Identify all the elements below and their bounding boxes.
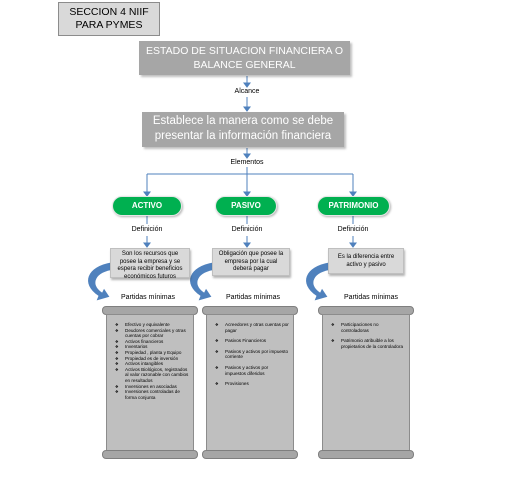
alcance-label: Alcance <box>234 88 260 95</box>
partidas-label-patrimonio: Partidas mínimas <box>343 294 399 301</box>
scroll-pasivo: ❖Acreedores y otras cuentas por pagar ❖P… <box>202 306 298 460</box>
purpose-box: Establece la manera como se debe present… <box>142 112 344 147</box>
list-item: ❖Propiedad es de inversión <box>115 355 179 361</box>
scroll-activo: ❖Efectivo y equivalente ❖Deudores comerc… <box>102 306 198 460</box>
list-item: ❖Inversiones en asociadas <box>115 383 177 389</box>
list-item: ❖Activos financieros <box>115 338 164 344</box>
list-item: ❖Pasivos y activos por impuestos diferid… <box>215 364 269 376</box>
elementos-label: Elementos <box>230 159 264 166</box>
scroll-roll-bottom <box>102 450 198 459</box>
partidas-label-pasivo: Partidas mínimas <box>225 294 281 301</box>
section-line1: SECCION 4 NIIF <box>69 6 149 18</box>
scroll-body-activo: ❖Efectivo y equivalente ❖Deudores comerc… <box>106 314 194 452</box>
list-item: ❖Activos Biológicos, registrados al valo… <box>115 366 189 383</box>
section-label: SECCION 4 NIIF PARA PYMES <box>58 2 160 36</box>
partidas-list-activo: ❖Efectivo y equivalente ❖Deudores comerc… <box>115 322 189 400</box>
scroll-patrimonio: ❖Participaciones no controladoras ❖Patri… <box>318 306 414 460</box>
definition-patrimonio: Es la diferencia entre activo y pasivo <box>328 248 404 274</box>
main-title: ESTADO DE SITUACION FINANCIERA O BALANCE… <box>139 41 350 75</box>
definition-pasivo: Obligación que posee la empresa por la c… <box>212 248 290 276</box>
list-item: ❖Activos intangibles <box>115 361 164 367</box>
partidas-label-activo: Partidas mínimas <box>120 294 176 301</box>
definicion-label-pasivo: Definición <box>231 226 263 233</box>
definicion-label-activo: Definición <box>131 226 163 233</box>
oval-activo: ACTIVO <box>112 196 182 216</box>
section-line2: PARA PYMES <box>75 19 143 31</box>
list-item: ❖Propiedad , planta y Equipo <box>115 349 182 355</box>
scroll-roll-bottom <box>202 450 298 459</box>
definition-activo: Son los recursos que posee la empresa y … <box>110 248 190 280</box>
scroll-body-pasivo: ❖Acreedores y otras cuentas por pagar ❖P… <box>206 314 294 452</box>
partidas-list-patrimonio: ❖Participaciones no controladoras ❖Patri… <box>331 322 405 349</box>
list-item: ❖Participaciones no controladoras <box>331 322 379 333</box>
list-item: ❖Pasivos Financieros <box>215 338 267 344</box>
scroll-roll-bottom <box>318 450 414 459</box>
list-item: ❖Inversiones controladas de forma conjun… <box>115 389 180 400</box>
list-item: ❖Patrimonio atribuible a los propietario… <box>331 338 404 349</box>
oval-pasivo: PASIVO <box>215 196 277 216</box>
list-item: ❖Provisiones <box>215 381 249 387</box>
list-item: ❖Inventarios <box>115 344 148 350</box>
definicion-label-patrimonio: Definición <box>337 226 369 233</box>
list-item: ❖Efectivo y equivalente <box>115 322 170 327</box>
partidas-list-pasivo: ❖Acreedores y otras cuentas por pagar ❖P… <box>215 322 289 387</box>
list-item: ❖Pasivos y activos por impuesto corrient… <box>215 348 289 360</box>
list-item: ❖Acreedores y otras cuentas por pagar <box>215 322 289 333</box>
list-item: ❖Deudores comerciales y otras cuentas po… <box>115 327 186 339</box>
oval-patrimonio: PATRIMONIO <box>317 196 390 216</box>
scroll-body-patrimonio: ❖Participaciones no controladoras ❖Patri… <box>322 314 410 452</box>
